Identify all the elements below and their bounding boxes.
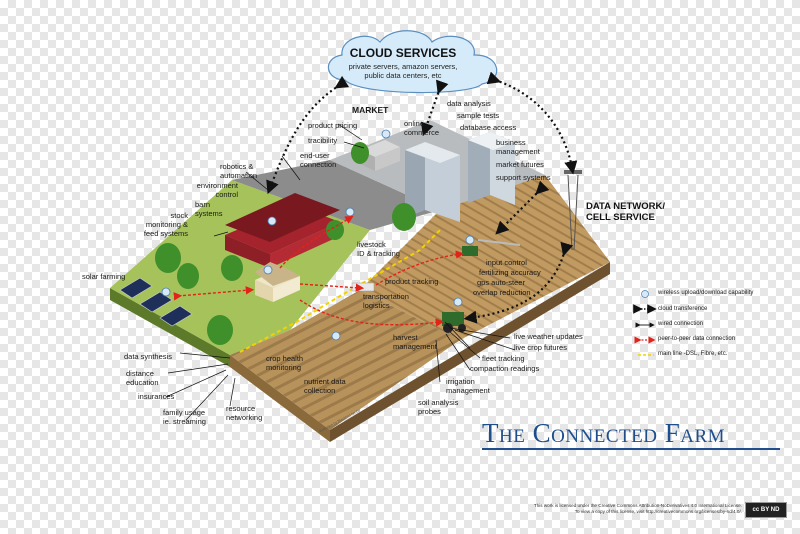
trees	[155, 142, 416, 345]
label-fertilizing-accuracy: fertilizing accuracy	[479, 268, 541, 277]
label-live-weather: live weather updates	[514, 332, 583, 341]
main-line	[239, 229, 441, 353]
label-overlap-reduction: overlap reduction	[473, 288, 531, 297]
label-resource-networking: resource networking	[226, 404, 263, 422]
wired-connections	[165, 123, 516, 421]
ground-front-face	[230, 355, 330, 442]
label-database-access: database access	[460, 123, 517, 132]
cloud-services-title: CLOUD SERVICES	[349, 46, 457, 60]
label-data-synthesis: data synthesis	[124, 352, 172, 361]
cloud-services-subtitle: private servers, amazon servers, public …	[348, 62, 458, 80]
label-barn-systems: barn systems	[195, 200, 223, 218]
label-distance-education: distance education	[126, 369, 159, 387]
label-support-systems: support systems	[496, 173, 551, 182]
label-family-usage: family usage ie. streaming	[163, 408, 206, 426]
label-fleet-tracking: fleet tracking	[482, 354, 525, 363]
data-network-title: DATA NETWORK/ CELL SERVICE	[586, 201, 665, 223]
license-text: This work is licensed under the Creative…	[533, 503, 742, 514]
label-stock-monitoring: stock monitoring & feed systems	[143, 211, 188, 238]
tractor-field	[442, 312, 466, 333]
cloud-shape	[327, 30, 498, 94]
label-soil-analysis: soil analysis probes	[418, 398, 459, 416]
cloud-transference-arrows	[266, 71, 578, 324]
label-insurances: insurances	[138, 392, 175, 401]
label-harvest-management: harvest management	[393, 333, 437, 351]
label-compaction-readings: compaction readings	[470, 364, 540, 373]
page-title: The Connected Farm	[482, 418, 726, 448]
label-gps-autosteer: gps auto-steer	[477, 278, 525, 287]
label-tracibility: tracibility	[308, 136, 338, 145]
solar-panels	[119, 277, 193, 327]
cc-license-badge: cc BY ND	[745, 502, 787, 518]
peer-to-peer-arrows	[173, 215, 465, 327]
label-sample-tests: sample tests	[457, 111, 500, 120]
label-solar-farming: solar farming	[82, 272, 126, 281]
label-crop-health: crop health monitoring	[266, 354, 304, 372]
label-product-tracking: product tracking	[385, 277, 439, 286]
legend-symbols	[633, 290, 657, 356]
ground-left-face	[110, 288, 230, 367]
label-product-pricing: product pricing	[308, 121, 358, 130]
label-input-control: input control	[486, 258, 527, 267]
label-robotics-automation: robotics & automation	[220, 162, 258, 180]
office-tower-1	[405, 142, 460, 222]
label-data-analysis: data analysis	[447, 99, 491, 108]
label-irrigation-management: irrigation management	[446, 377, 490, 395]
label-end-user-connection: end-user connection	[300, 151, 337, 169]
label-environment-control: environment control	[196, 181, 238, 199]
label-live-crop-futures: live crop futures	[514, 343, 567, 352]
label-market-futures: market futures	[496, 160, 544, 169]
barn	[225, 193, 340, 268]
label-nutrient-data: nutrient data collection	[304, 377, 346, 395]
label-business-management: business management	[496, 138, 540, 156]
label-transportation-logistics: transportation logistics	[363, 292, 409, 310]
market-label: MARKET	[352, 105, 389, 115]
title-underline	[482, 448, 780, 450]
label-online-commerce: online commerce	[404, 119, 440, 137]
label-livestock-id: livestock ID & tracking	[357, 240, 400, 258]
